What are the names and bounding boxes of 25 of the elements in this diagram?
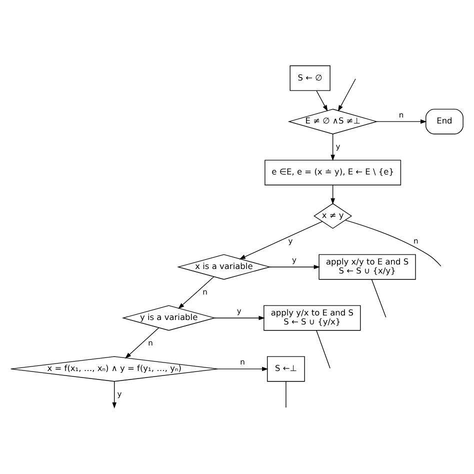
connector: [371, 279, 386, 318]
connector: [345, 220, 442, 267]
node-box: apply y/x to E and S S ← S ∪ {y/x}: [264, 305, 361, 331]
arrow: [112, 381, 117, 409]
node-box: End: [426, 108, 464, 134]
arrow: [178, 276, 214, 309]
connector: [316, 330, 330, 369]
arrow: [330, 134, 335, 161]
node-box: e ∈E, e = (x ≐ y), E ← E \ {e}: [264, 160, 402, 186]
node-box: apply x/y to E and S S ← S ∪ {x/y}: [318, 254, 416, 280]
arrow: [269, 264, 320, 270]
node-diamond: x ≠ y: [314, 203, 352, 229]
arrow: [125, 327, 160, 359]
node-box: S ←⊥: [267, 356, 305, 382]
arrow: [376, 119, 427, 124]
node-diamond: E ≠ ∅ ∧S ≠⊥: [288, 108, 378, 134]
arrow: [330, 184, 335, 205]
arrow: [218, 366, 268, 372]
arrow: [239, 221, 323, 260]
arrow: [214, 316, 265, 320]
node-diamond: x = f(x₁, …, xₙ) ∧ y = f(y₁, …, yₙ): [10, 356, 218, 382]
node-diamond: y is a variable: [122, 305, 216, 331]
node-box: S ← ∅: [290, 65, 330, 91]
arrow: [338, 78, 356, 112]
arrow: [316, 90, 328, 112]
